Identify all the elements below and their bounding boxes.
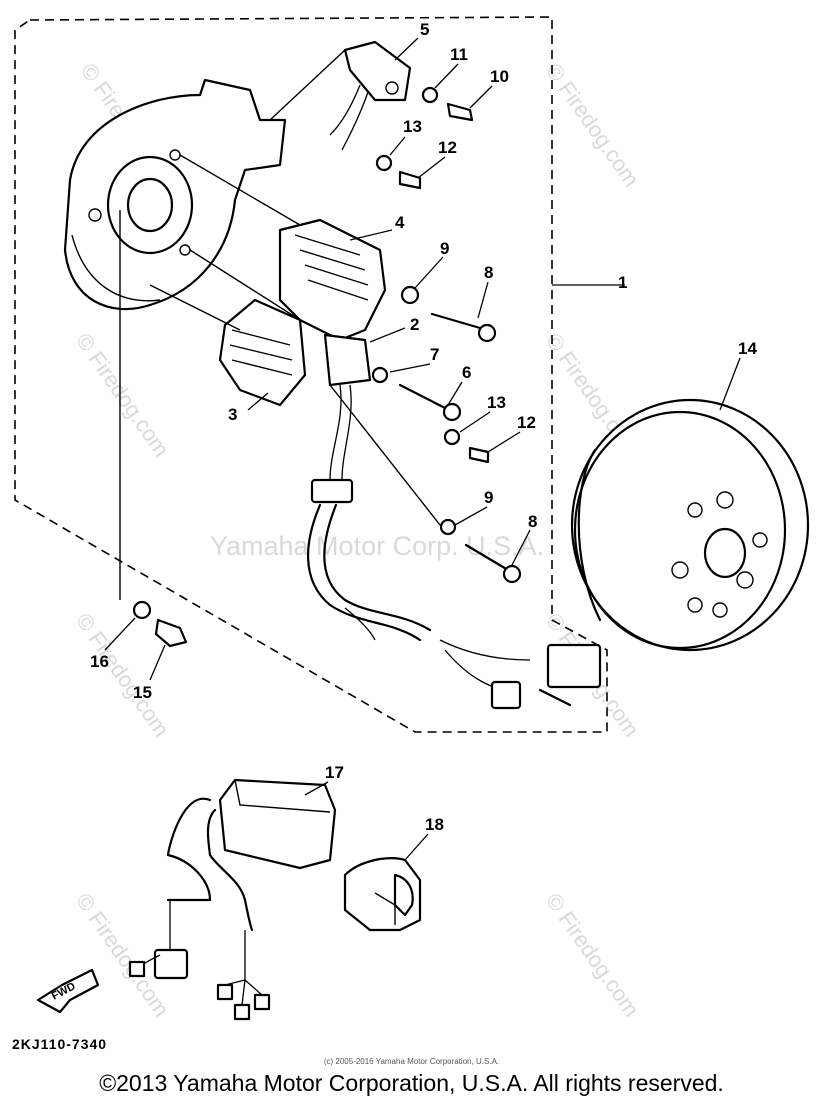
- callout-number: 10: [490, 67, 509, 86]
- callout-number: 18: [425, 815, 444, 834]
- stator-coils: [218, 218, 387, 407]
- callout-number: 1: [618, 273, 627, 292]
- callout-number: 3: [228, 405, 237, 424]
- stator-harness: [306, 384, 602, 710]
- callout-number: 4: [395, 213, 405, 232]
- callout-number: 9: [440, 239, 449, 258]
- callout-number: 6: [462, 363, 471, 382]
- copyright-footer: ©2013 Yamaha Motor Corporation, U.S.A. A…: [99, 1070, 724, 1096]
- callout-number: 11: [450, 45, 468, 64]
- callout-number: 12: [438, 138, 457, 157]
- callout-number: 13: [403, 117, 422, 136]
- flywheel-rotor: [570, 398, 810, 652]
- callout-number: 12: [517, 413, 536, 432]
- callout-number: 13: [487, 393, 506, 412]
- watermark-site: © Firedog.com: [541, 889, 644, 1022]
- callout-layer: 1 2 3 4 5 6 7 8 8 9 9 10 11 12 12 13 13 …: [90, 20, 757, 834]
- callout-number: 7: [430, 345, 439, 364]
- callout-number: 2: [410, 315, 419, 334]
- callout-number: 14: [738, 339, 757, 358]
- base-plate: [63, 78, 287, 311]
- alignment-lines: [119, 49, 441, 600]
- assembly-boundary: [14, 16, 608, 733]
- callout-number: 5: [420, 20, 429, 39]
- rubber-cover: [343, 857, 422, 932]
- cdi-unit: [128, 778, 337, 1021]
- callout-number: 15: [133, 683, 152, 702]
- forward-arrow: FWD: [36, 968, 100, 1014]
- callout-number: 8: [528, 512, 537, 531]
- leader-lines: [104, 37, 741, 861]
- small-copyright: (c) 2005-2016 Yamaha Motor Corporation, …: [323, 1057, 500, 1066]
- callout-number: 17: [325, 763, 344, 782]
- watermark-site: © Firedog.com: [541, 59, 644, 192]
- callout-number: 8: [484, 263, 493, 282]
- diagram-code: 2KJ110-7340: [12, 1036, 108, 1052]
- watermark-site: © Firedog.com: [71, 329, 174, 462]
- callout-number: 16: [90, 652, 109, 671]
- fasteners: [132, 86, 522, 648]
- watermark-center: Yamaha Motor Corp. U.S.A.: [210, 531, 544, 561]
- pickup-coil: [329, 40, 412, 151]
- callout-number: 9: [484, 488, 493, 507]
